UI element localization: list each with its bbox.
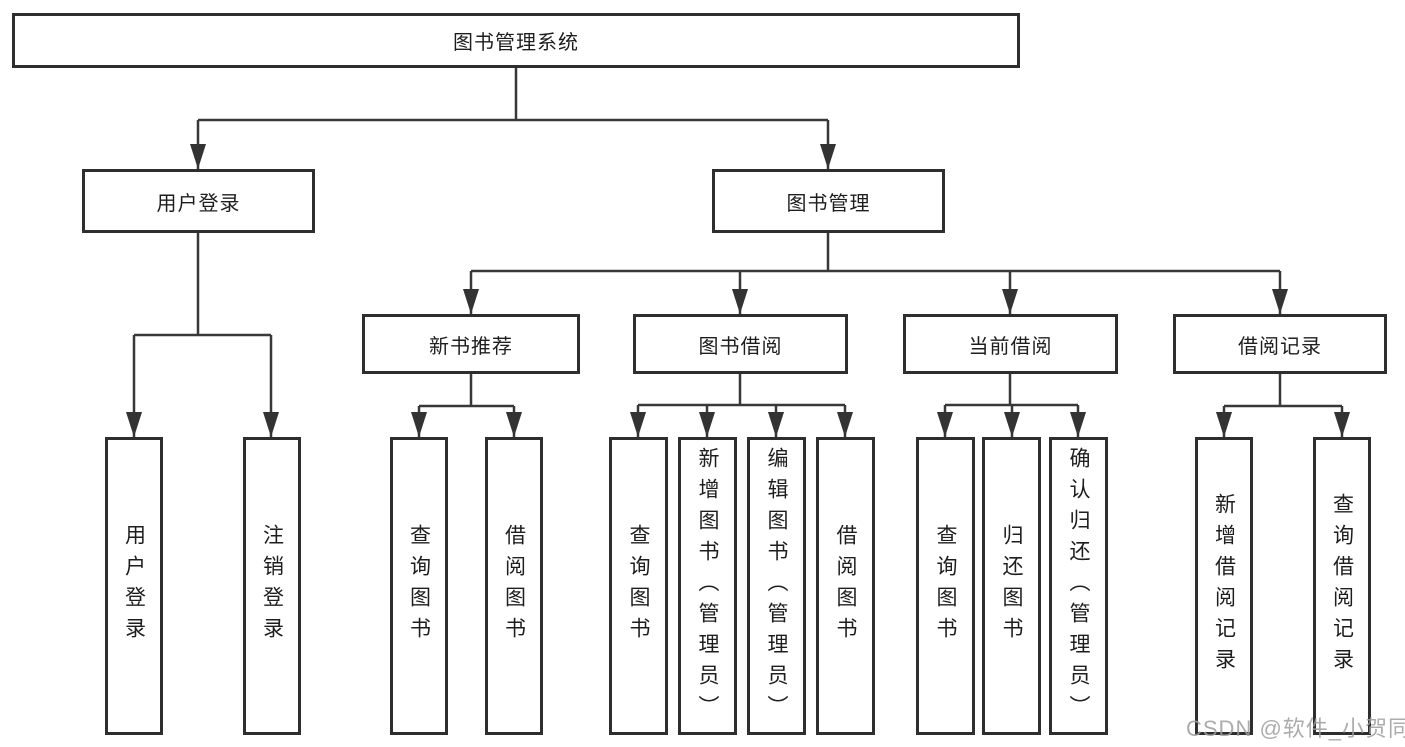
leaf-query-books-borrowing: 查询图书 bbox=[609, 437, 668, 735]
leaf-borrow-books-recommend: 借阅图书 bbox=[485, 437, 543, 735]
node-book-management: 图书管理 bbox=[712, 169, 945, 233]
node-user-login: 用户登录 bbox=[82, 169, 315, 233]
leaf-add-borrow-record: 新增借阅记录 bbox=[1195, 437, 1253, 735]
leaf-query-books-current: 查询图书 bbox=[916, 437, 975, 735]
leaf-query-borrow-record: 查询借阅记录 bbox=[1313, 437, 1371, 735]
node-library-management-system: 图书管理系统 bbox=[12, 13, 1020, 68]
leaf-borrow-books: 借阅图书 bbox=[816, 437, 875, 735]
node-current-borrowing: 当前借阅 bbox=[903, 314, 1118, 374]
node-new-book-recommend: 新书推荐 bbox=[362, 314, 580, 374]
leaf-edit-books-admin: 编辑图书（管理员） bbox=[747, 437, 806, 735]
csdn-watermark: CSDN @软件_小贺同学 bbox=[1186, 716, 1405, 741]
leaf-return-books: 归还图书 bbox=[982, 437, 1041, 735]
node-borrow-records: 借阅记录 bbox=[1173, 314, 1387, 374]
node-book-borrowing: 图书借阅 bbox=[633, 314, 848, 374]
leaf-logout: 注销登录 bbox=[243, 437, 301, 735]
leaf-query-books-recommend: 查询图书 bbox=[390, 437, 448, 735]
leaf-add-books-admin: 新增图书（管理员） bbox=[678, 437, 737, 735]
leaf-confirm-return-admin: 确认归还（管理员） bbox=[1049, 437, 1108, 735]
leaf-user-login: 用户登录 bbox=[105, 437, 163, 735]
